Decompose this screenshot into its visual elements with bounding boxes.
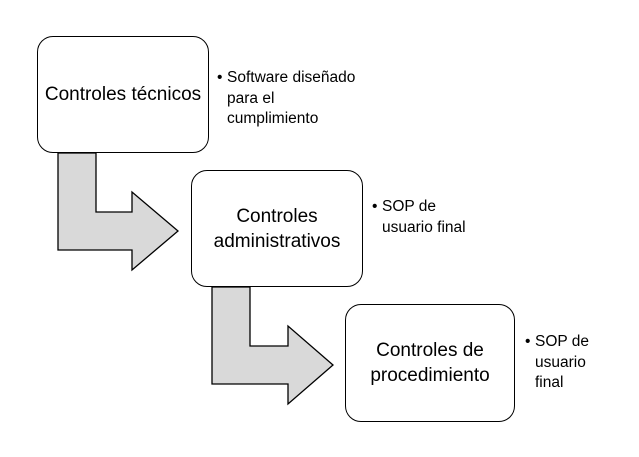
- step-box-technical-controls: Controles técnicos: [37, 36, 209, 153]
- bullet-item: SOP de usuario final: [525, 332, 615, 394]
- step-label: Controles técnicos: [44, 84, 202, 105]
- step-box-administrative-controls: Controles administrativos: [191, 170, 363, 287]
- step-bullets-administrative-controls: SOP de usuario final: [372, 197, 472, 238]
- step-box-procedural-controls: Controles de procedimiento: [345, 304, 515, 422]
- step-bullets-procedural-controls: SOP de usuario final: [525, 332, 615, 394]
- step-bullets-technical-controls: Software diseñado para el cumplimiento: [217, 68, 357, 130]
- step-label: Controles administrativos: [213, 205, 341, 252]
- bullet-item: Software diseñado para el cumplimiento: [217, 68, 357, 130]
- step-label: Controles de procedimiento: [370, 340, 490, 386]
- bullet-item: SOP de usuario final: [372, 197, 472, 238]
- bent-arrow-2: [211, 286, 334, 406]
- bent-arrow-1: [57, 152, 180, 272]
